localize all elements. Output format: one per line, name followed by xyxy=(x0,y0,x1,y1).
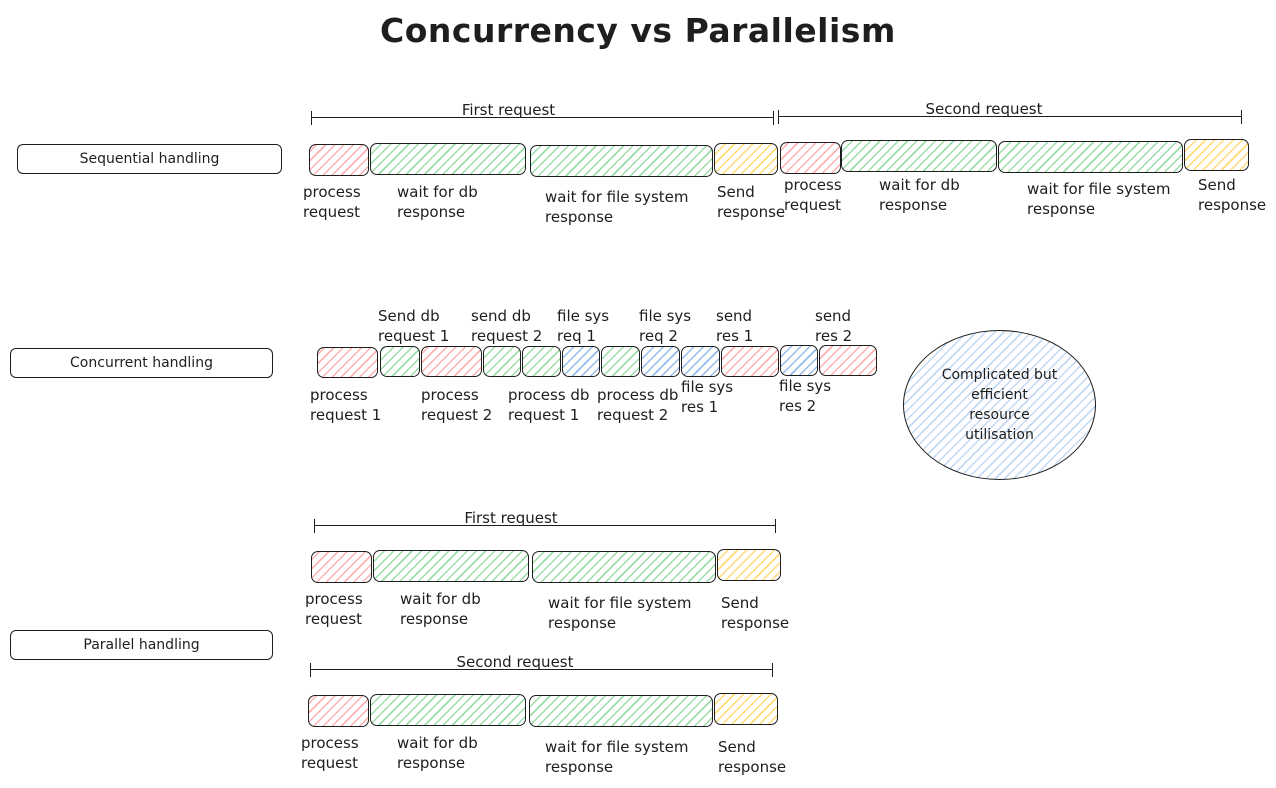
sequential-process-request-2-block xyxy=(780,142,841,174)
sequential-send-response-1-block xyxy=(714,143,778,175)
parallel-wait-fs-2-label: wait for file system response xyxy=(545,738,689,776)
concurrent-send-res-1-block xyxy=(721,346,779,377)
sequential-first-request-bracket xyxy=(311,111,774,125)
parallel-handling-label: Parallel handling xyxy=(10,630,273,660)
concurrent-send-db-request-2-block xyxy=(483,346,521,377)
parallel-wait-fs-1-label: wait for file system response xyxy=(548,594,692,632)
concurrent-process-db-request-1-label: process db request 1 xyxy=(508,386,590,424)
parallel-first-request-bracket xyxy=(314,519,776,533)
concurrent-file-sys-res-2-block xyxy=(780,345,818,376)
concurrent-file-sys-req-2-label: file sys req 2 xyxy=(639,307,692,345)
concurrent-process-request-2-label: process request 2 xyxy=(421,386,493,424)
sequential-wait-db-1-block xyxy=(370,143,526,175)
concurrent-handling-label: Concurrent handling xyxy=(10,348,273,378)
sequential-wait-fs-1-block xyxy=(530,145,713,177)
sequential-handling-label: Sequential handling xyxy=(17,144,282,174)
parallel-second-request-label: Second request xyxy=(456,653,574,671)
concurrent-process-request-1-label: process request 1 xyxy=(310,386,382,424)
concurrent-send-db-request-1-label: Send db request 1 xyxy=(378,307,450,345)
parallel-wait-fs-2-block xyxy=(529,695,713,727)
sequential-process-request-2-label: process request xyxy=(784,176,842,214)
sequential-send-response-1-label: Send response xyxy=(717,183,786,221)
concurrent-send-db-request-1-block xyxy=(380,346,420,377)
parallel-wait-db-1-block xyxy=(373,550,529,582)
diagram-title: Concurrency vs Parallelism xyxy=(380,11,896,50)
sequential-send-response-2-block xyxy=(1184,139,1249,171)
concurrent-file-sys-req-1-block xyxy=(562,346,600,377)
concurrent-send-res-2-label: send res 2 xyxy=(815,307,853,345)
parallel-wait-db-2-label: wait for db response xyxy=(397,734,478,772)
sequential-process-request-1-label: process request xyxy=(303,183,361,221)
concurrent-file-sys-req-2-block xyxy=(641,346,680,377)
resource-utilisation-note-text: Complicated but efficient resource utili… xyxy=(941,367,1058,443)
parallel-send-response-1-label: Send response xyxy=(721,594,790,632)
sequential-process-request-1-block xyxy=(309,144,369,176)
concurrent-process-db-request-2-block xyxy=(601,346,640,377)
resource-utilisation-note: Complicated but efficient resource utili… xyxy=(903,330,1096,480)
concurrent-file-sys-res-2-label: file sys res 2 xyxy=(779,377,832,415)
sequential-send-response-2-label: Send response xyxy=(1198,176,1267,214)
parallel-second-request-bracket xyxy=(310,663,773,677)
concurrent-file-sys-res-1-label: file sys res 1 xyxy=(681,378,734,416)
parallel-process-request-2-label: process request xyxy=(301,734,359,772)
sequential-wait-fs-2-block xyxy=(998,141,1183,173)
concurrent-process-request-2-block xyxy=(421,346,482,377)
concurrent-send-db-request-2-label: send db request 2 xyxy=(471,307,543,345)
parallel-process-request-1-label: process request xyxy=(305,590,363,628)
parallel-wait-db-1-label: wait for db response xyxy=(400,590,481,628)
concurrent-process-db-request-2-label: process db request 2 xyxy=(597,386,679,424)
concurrent-file-sys-req-1-label: file sys req 1 xyxy=(557,307,610,345)
parallel-process-request-1-block xyxy=(311,551,372,583)
concurrent-send-res-2-block xyxy=(819,345,877,376)
concurrent-file-sys-res-1-block xyxy=(681,346,720,377)
concurrent-process-request-1-block xyxy=(317,347,378,378)
sequential-wait-db-1-label: wait for db response xyxy=(397,183,478,221)
sequential-wait-fs-2-label: wait for file system response xyxy=(1027,180,1171,218)
sequential-wait-db-2-label: wait for db response xyxy=(879,176,960,214)
parallel-send-response-1-block xyxy=(717,549,781,581)
parallel-send-response-2-label: Send response xyxy=(718,738,787,776)
parallel-wait-db-2-block xyxy=(370,694,526,726)
parallel-wait-fs-1-block xyxy=(532,551,716,583)
concurrent-send-res-1-label: send res 1 xyxy=(716,307,754,345)
sequential-wait-db-2-block xyxy=(841,140,997,172)
sequential-second-request-label: Second request xyxy=(925,100,1043,118)
sequential-second-request-bracket xyxy=(778,110,1242,124)
sequential-first-request-label: First request xyxy=(461,101,556,119)
parallel-first-request-label: First request xyxy=(464,509,558,527)
parallel-process-request-2-block xyxy=(308,695,369,727)
parallel-send-response-2-block xyxy=(714,693,778,725)
sequential-wait-fs-1-label: wait for file system response xyxy=(545,188,689,226)
concurrent-process-db-request-1-block xyxy=(522,346,561,377)
